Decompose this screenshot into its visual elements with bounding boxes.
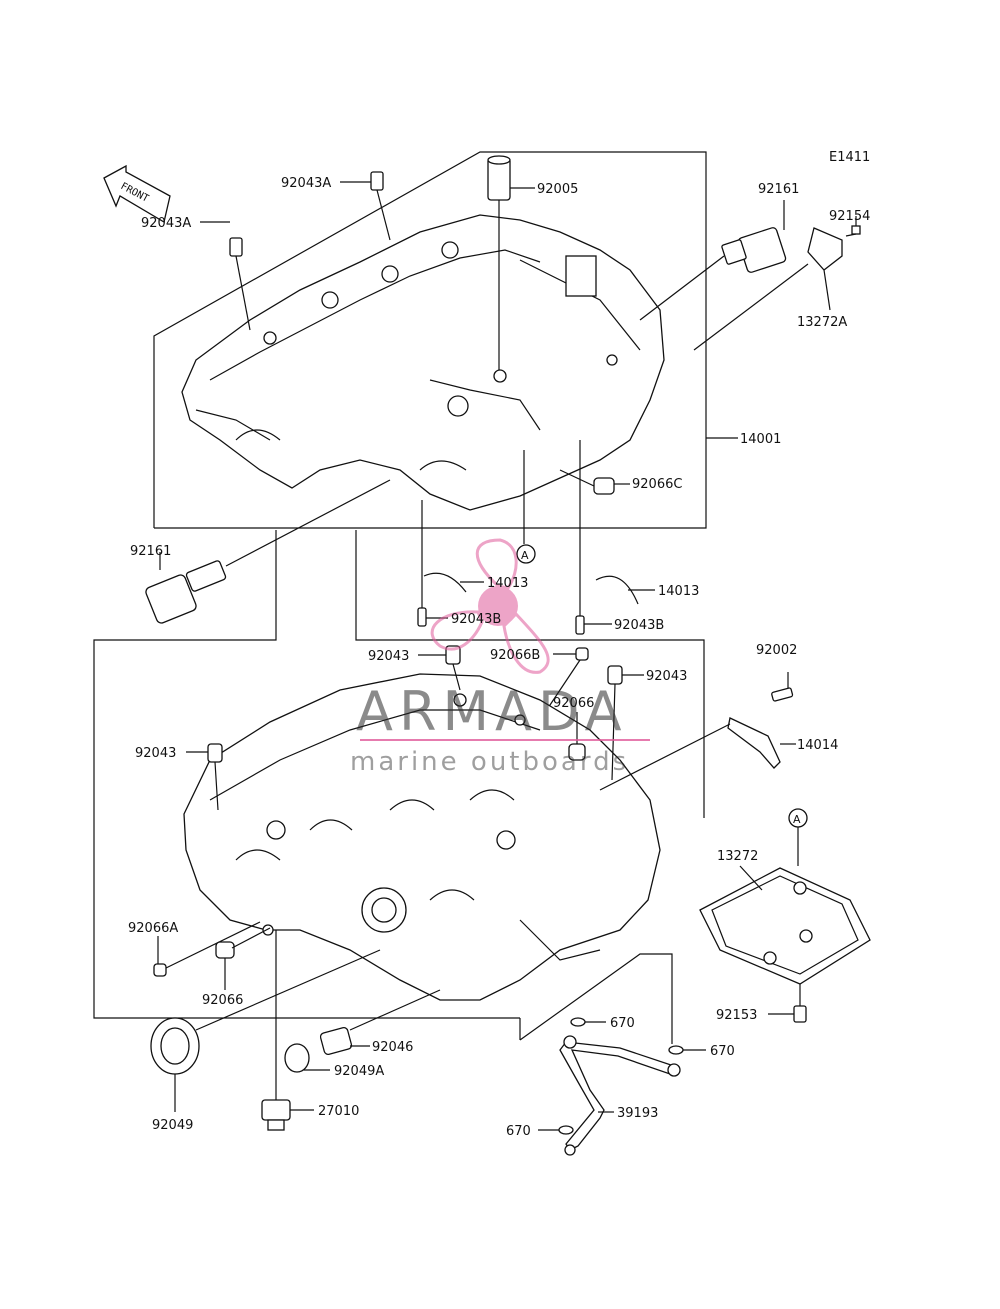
label-92043-right: 92043 [646,669,687,684]
part-13272A [693,227,843,351]
part-92066C [559,469,630,495]
part-92153 [768,984,807,1023]
label-92153: 92153 [716,1008,757,1023]
part-92043B-left [417,500,448,627]
upper-case-frame [153,151,738,529]
label-92049A: 92049A [334,1064,384,1079]
part-92043A-top [340,171,391,241]
label-92066-left: 92066 [202,993,243,1008]
part-92049A [284,1043,330,1073]
lower-case-frame [93,530,705,1040]
diagram-code: E1411 [829,150,870,165]
part-92043A-left [200,221,251,331]
part-27010 [261,930,314,1131]
label-92043A-left: 92043A [141,216,191,231]
part-92005 [487,155,535,370]
label-92066-center: 92066 [553,696,594,711]
part-92161-top [639,200,787,321]
label-670-top: 670 [610,1016,635,1031]
label-92002: 92002 [756,643,797,658]
label-92049: 92049 [152,1118,193,1133]
label-670-right: 670 [710,1044,735,1059]
label-92066C: 92066C [632,477,682,492]
part-39193 [519,953,681,1156]
label-14013-left: 14013 [487,576,528,591]
part-670-right [668,1045,706,1055]
part-92043-left [186,743,223,811]
label-13272: 13272 [717,849,758,864]
label-13272A: 13272A [797,315,847,330]
label-92066B: 92066B [490,648,540,663]
ref-a-lower: A [788,808,808,866]
part-92154 [845,216,861,237]
label-92161-left: 92161 [130,544,171,559]
label-670-bottom: 670 [506,1124,531,1139]
label-92043B-left: 92043B [451,612,501,627]
lower-crankcase [183,673,661,1001]
part-670-bottom [538,1125,574,1135]
label-27010: 27010 [318,1104,359,1119]
label-92161-top: 92161 [758,182,799,197]
part-92161-left [145,479,391,624]
label-92043A-top: 92043A [281,176,331,191]
watermark: ARMADA marine outboards [350,538,650,777]
label-92005: 92005 [537,182,578,197]
ref-a-upper: A [516,544,536,564]
part-92043B-right [575,440,612,635]
part-92002 [771,672,794,702]
svg-text:A: A [793,813,801,826]
label-92154: 92154 [829,209,870,224]
label-14001: 14001 [740,432,781,447]
part-14014 [599,717,796,791]
svg-text:A: A [521,549,529,562]
watermark-subtitle: marine outboards [350,747,629,777]
upper-crankcase [181,214,665,511]
label-92046: 92046 [372,1040,413,1055]
part-92043-right [607,665,644,781]
label-92043-top: 92043 [368,649,409,664]
label-39193: 39193 [617,1106,658,1121]
part-14013-right [595,575,655,605]
part-14013-left [423,572,484,593]
part-13272 [699,865,871,985]
label-14013-right: 14013 [658,584,699,599]
part-92046 [319,989,441,1055]
part-670-top [570,1017,606,1027]
part-92049 [150,949,381,1112]
part-92066-center [568,712,586,761]
front-arrow-icon: FRONT [103,164,171,224]
propeller-logo-icon [430,538,550,674]
label-92043B-right: 92043B [614,618,664,633]
part-92066A [153,921,261,977]
label-14014: 14014 [797,738,838,753]
watermark-title: ARMADA [356,680,628,743]
part-92066-left [215,927,271,990]
label-92066A: 92066A [128,921,178,936]
label-92043-left: 92043 [135,746,176,761]
